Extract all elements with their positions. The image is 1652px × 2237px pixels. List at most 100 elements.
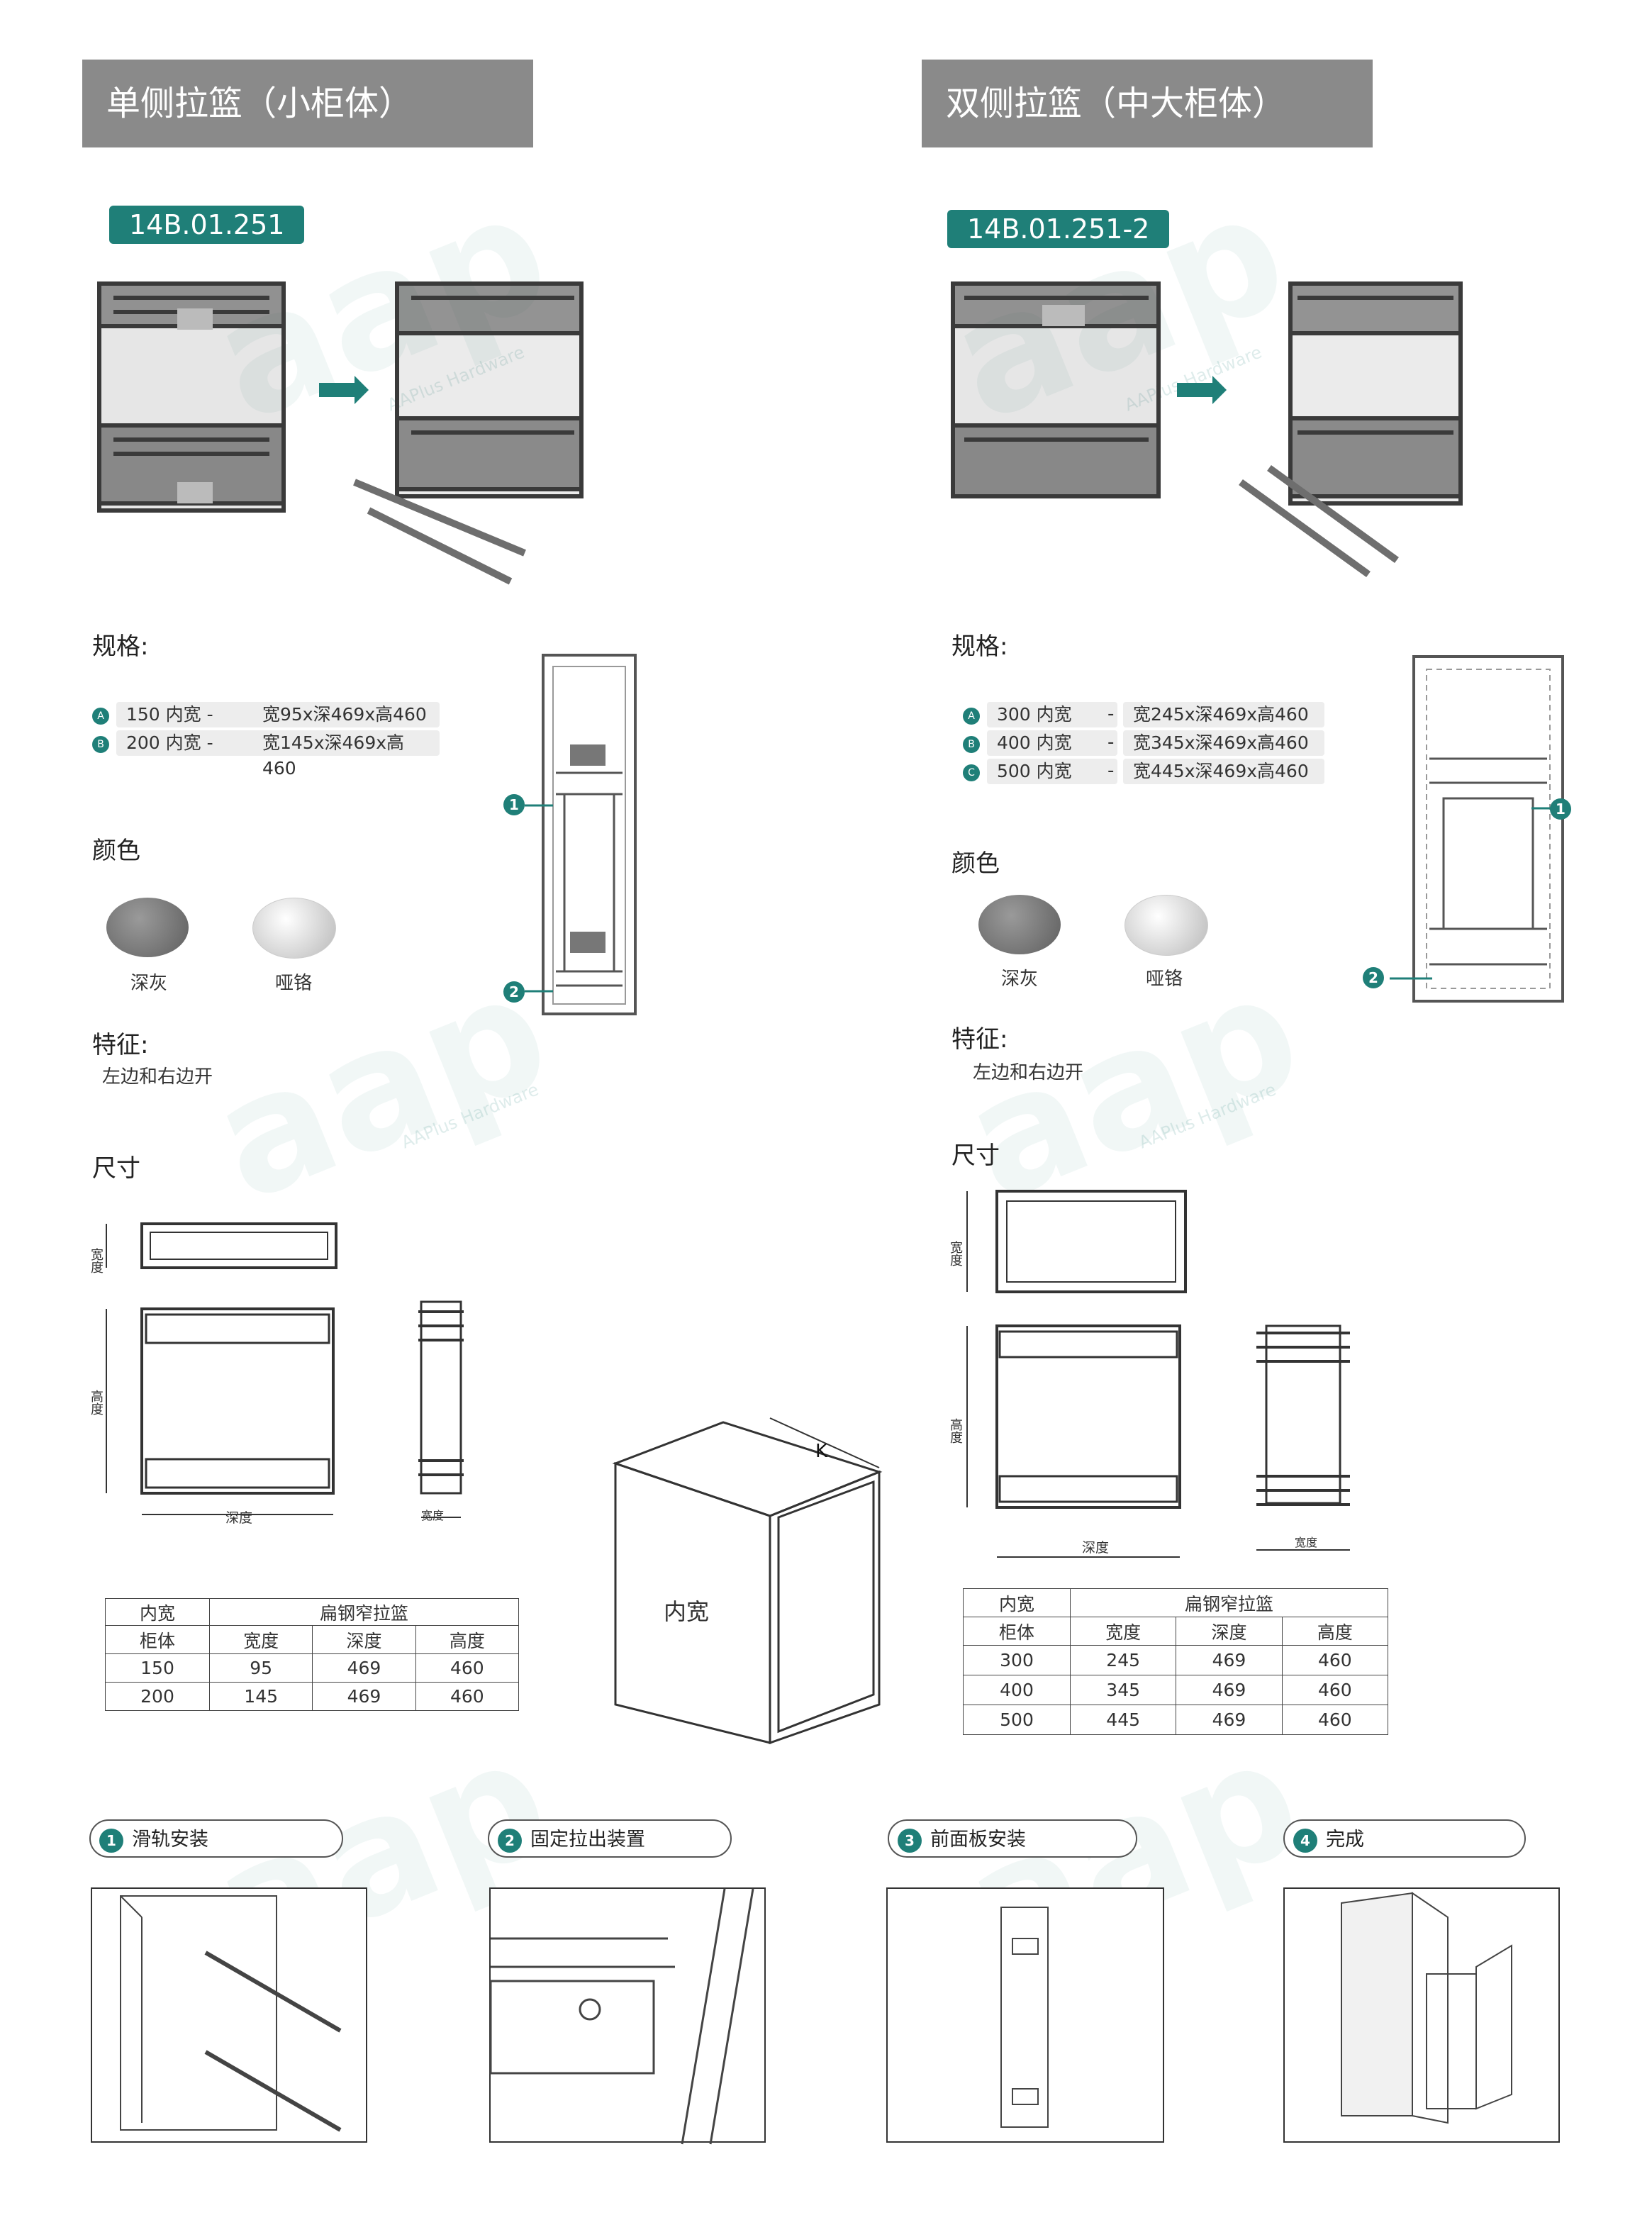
- spec-table-double: 内宽扁钢窄拉篮 柜体 宽度 深度 高度 300 245 469 460 400 …: [963, 1588, 1389, 1735]
- table-row: 300 245 469 460: [963, 1645, 1389, 1675]
- dim-label-width: 宽度: [89, 1248, 104, 1273]
- step-number: 4: [1293, 1828, 1317, 1853]
- table-row: 150 95 469 460: [105, 1653, 520, 1683]
- color-label: 颜色: [951, 849, 1000, 878]
- marker-1: 1: [1550, 798, 1571, 820]
- product-image-single-basket: [97, 281, 584, 585]
- color-swatch-dark-grey: [106, 898, 189, 957]
- step-number: 3: [898, 1828, 922, 1853]
- dim-label-side-width: 宽度: [421, 1509, 445, 1522]
- dimension-drawing-top-double: [966, 1190, 1187, 1293]
- table-cell: 95: [208, 1653, 313, 1683]
- install-diagram-double: [1390, 655, 1564, 1003]
- spec-size: 400 内宽: [987, 730, 1117, 756]
- color-label: 颜色: [92, 837, 140, 865]
- table-cell: 150: [105, 1653, 210, 1683]
- table-header: 宽度: [208, 1625, 313, 1654]
- spec-size: 300 内宽: [987, 702, 1117, 727]
- table-cell: 469: [312, 1653, 416, 1683]
- color-name: 深灰: [1001, 969, 1039, 990]
- table-cell: 500: [963, 1705, 1071, 1735]
- cabinet-inner-width-label: 内宽: [664, 1598, 710, 1625]
- step-text: 前面板安装: [930, 1829, 1026, 1851]
- dim-label-height: 高度: [89, 1390, 104, 1415]
- dim-label-height: 高度: [948, 1418, 963, 1444]
- spec-letter-b: B: [92, 736, 109, 753]
- table-cell: 200: [105, 1682, 210, 1711]
- spec-letter-a: A: [92, 708, 109, 725]
- dimension-drawing-side-double: [1256, 1324, 1350, 1551]
- spec-letter-a: A: [963, 708, 980, 725]
- table-cell: 460: [1281, 1705, 1389, 1735]
- spec-size: 200 内宽 -: [116, 730, 264, 756]
- spec-dash: -: [1107, 760, 1115, 781]
- cabinet-isometric-diagram: [612, 1417, 883, 1745]
- spec-label: 规格:: [92, 632, 149, 661]
- table-cell: 345: [1069, 1675, 1177, 1705]
- table-cell: 245: [1069, 1645, 1177, 1675]
- table-header: 内宽: [963, 1588, 1071, 1617]
- dimension-drawing-top-single: [106, 1222, 337, 1269]
- spec-letter-c: C: [963, 764, 980, 781]
- dimension-drawing-side-single: [418, 1300, 464, 1518]
- spec-dash: -: [1107, 703, 1115, 725]
- spec-size: 500 内宽: [987, 759, 1117, 784]
- table-row: 400 345 469 460: [963, 1675, 1389, 1705]
- table-header: 高度: [1281, 1617, 1389, 1646]
- table-header: 扁钢窄拉篮: [209, 1598, 519, 1626]
- table-cell: 145: [208, 1682, 313, 1711]
- spec-size: 150 内宽 -: [116, 702, 264, 727]
- marker-2: 2: [503, 981, 525, 1003]
- step-text: 完成: [1326, 1829, 1364, 1851]
- color-swatch-dark-grey: [978, 895, 1061, 954]
- step-4-label: 4 完成: [1283, 1819, 1526, 1858]
- install-diagram-single: [525, 654, 637, 1015]
- feature-label: 特征:: [92, 1031, 149, 1059]
- step-text: 固定拉出装置: [530, 1829, 645, 1851]
- spec-dims: 宽245x深469x高460: [1123, 702, 1324, 727]
- table-header: 柜体: [963, 1617, 1071, 1646]
- section-title-single: 单侧拉篮（小柜体）: [82, 60, 533, 147]
- color-swatch-matte-chrome: [252, 898, 336, 959]
- table-header: 内宽: [105, 1598, 210, 1626]
- color-name: 哑铬: [275, 973, 313, 994]
- table-header: 宽度: [1069, 1617, 1177, 1646]
- marker-2: 2: [1363, 967, 1384, 988]
- table-header: 高度: [415, 1625, 520, 1654]
- table-cell: 469: [1176, 1645, 1283, 1675]
- table-cell: 400: [963, 1675, 1071, 1705]
- table-cell: 469: [312, 1682, 416, 1711]
- spec-letter-b: B: [963, 736, 980, 753]
- table-cell: 469: [1176, 1675, 1283, 1705]
- dim-label-side-width: 宽度: [1295, 1536, 1318, 1549]
- color-swatch-matte-chrome: [1124, 895, 1208, 956]
- step-text: 滑轨安装: [132, 1829, 208, 1851]
- spec-dims: 宽95x深469x高460: [252, 702, 440, 727]
- size-label: 尺寸: [92, 1154, 140, 1183]
- spec-dims: 宽445x深469x高460: [1123, 759, 1324, 784]
- table-header: 深度: [1176, 1617, 1283, 1646]
- color-name: 深灰: [130, 973, 168, 994]
- spec-label: 规格:: [951, 632, 1008, 661]
- model-badge: 14B.01.251: [109, 206, 305, 244]
- table-cell: 300: [963, 1645, 1071, 1675]
- step-2-illustration: [489, 1887, 766, 2145]
- spec-table-single: 内宽扁钢窄拉篮 柜体 宽度 深度 高度 150 95 469 460 200 1…: [105, 1598, 520, 1711]
- step-3-label: 3 前面板安装: [888, 1819, 1137, 1858]
- table-row: 200 145 469 460: [105, 1682, 520, 1711]
- dim-label-depth: 深度: [225, 1510, 253, 1526]
- section-title-double: 双侧拉篮（中大柜体）: [922, 60, 1373, 147]
- feature-text: 左边和右边开: [973, 1062, 1084, 1083]
- table-cell: 469: [1176, 1705, 1283, 1735]
- table-cell: 460: [1281, 1675, 1389, 1705]
- dimension-drawing-front-single: [106, 1307, 335, 1515]
- step-4-illustration: [1283, 1887, 1560, 2143]
- dim-label-width: 宽度: [948, 1241, 963, 1266]
- product-image-double-basket: [951, 281, 1463, 578]
- marker-1: 1: [503, 794, 525, 815]
- step-1-illustration: [91, 1887, 367, 2143]
- feature-label: 特征:: [951, 1025, 1008, 1054]
- table-cell: 460: [415, 1653, 520, 1683]
- spec-dims: 宽345x深469x高460: [1123, 730, 1324, 756]
- table-cell: 460: [1281, 1645, 1389, 1675]
